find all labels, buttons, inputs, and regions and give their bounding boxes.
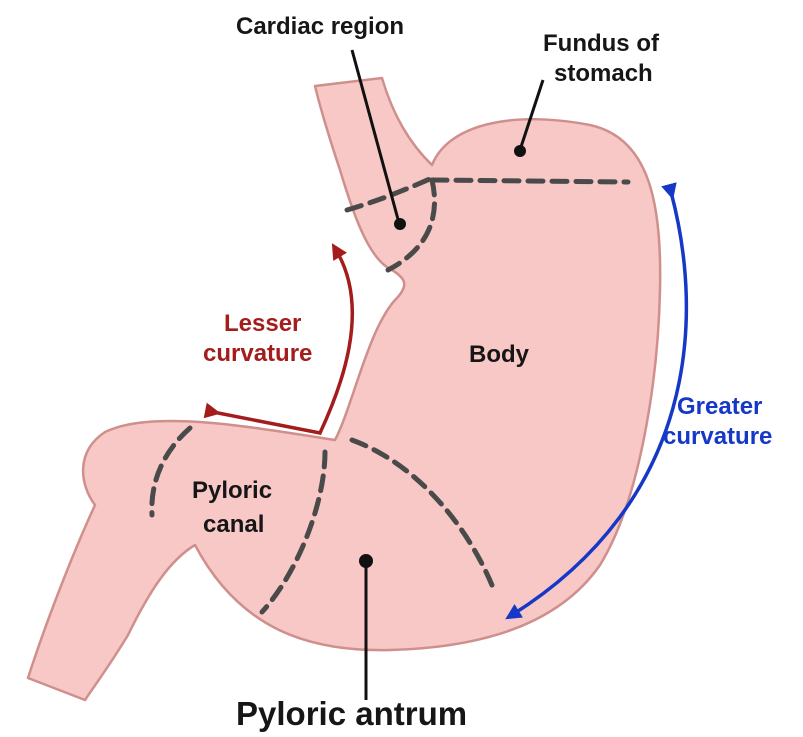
greater-curvature-label-line2: curvature <box>663 423 772 452</box>
pyloric-antrum-label: Pyloric antrum <box>236 694 467 734</box>
fundus-pointer-dot <box>514 145 526 157</box>
lesser-curvature-label-line1: Lesser <box>224 310 301 339</box>
cardiac-region-pointer-dot <box>394 218 406 230</box>
body-label: Body <box>469 341 529 370</box>
fundus-label-line1: Fundus of <box>543 30 659 59</box>
pyloric-canal-label-line1: Pyloric <box>192 477 272 506</box>
stomach-shape <box>28 78 660 700</box>
fundus-boundary-line <box>432 180 628 182</box>
fundus-label-line2: stomach <box>554 60 653 89</box>
greater-curvature-label-line1: Greater <box>677 393 762 422</box>
lesser-curvature-label-line2: curvature <box>203 340 312 369</box>
pyloric-canal-label-line2: canal <box>203 511 264 540</box>
cardiac-region-label: Cardiac region <box>236 13 404 42</box>
pyloric-antrum-pointer-dot <box>359 554 373 568</box>
